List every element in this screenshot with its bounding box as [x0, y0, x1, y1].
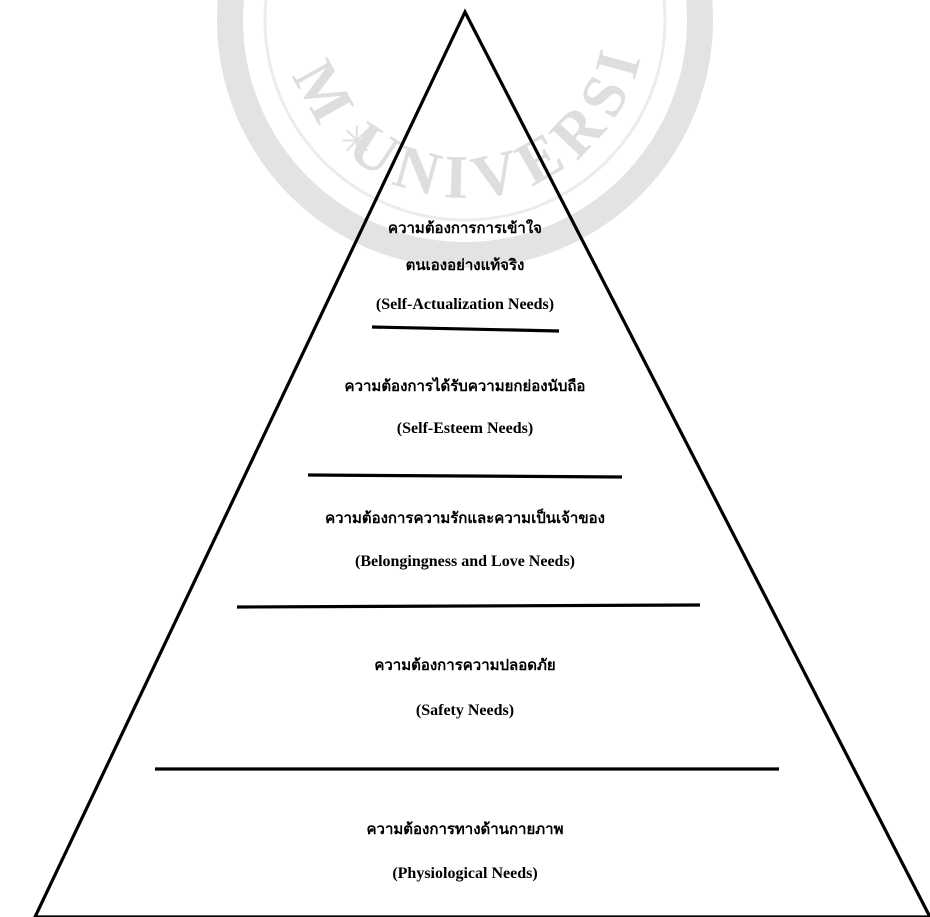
level-1-english-label: (Self-Actualization Needs) — [375, 296, 555, 313]
level-1-thai-line-1: ความต้องการการเข้าใจ — [388, 219, 542, 237]
level-4-english-label: (Safety Needs) — [415, 702, 515, 719]
watermark-text: SIAM UNIVERSITY — [0, 0, 657, 213]
level-2-english-label: (Self-Esteem Needs) — [396, 420, 534, 437]
level-4-thai-label: ความต้องการความปลอดภัย — [374, 656, 556, 674]
level-divider-3 — [236, 603, 701, 609]
level-3-english-label: (Belongingness and Love Needs) — [354, 553, 576, 570]
watermark-star-icon: ✳ — [340, 119, 374, 165]
level-divider-2 — [307, 473, 623, 479]
level-3-thai-label: ความต้องการความรักและความเป็นเจ้าของ — [325, 509, 605, 527]
pyramid-outline — [33, 8, 930, 917]
level-5-english-label: (Physiological Needs) — [392, 865, 538, 882]
level-2-thai-label: ความต้องการได้รับความยกย่องนับถือ — [344, 377, 586, 395]
level-5-thai-label: ความต้องการทางด้านกายภาพ — [366, 820, 564, 838]
level-divider-1 — [371, 325, 560, 333]
level-1-thai-line-2: ตนเองอย่างแท้จริง — [405, 256, 525, 274]
